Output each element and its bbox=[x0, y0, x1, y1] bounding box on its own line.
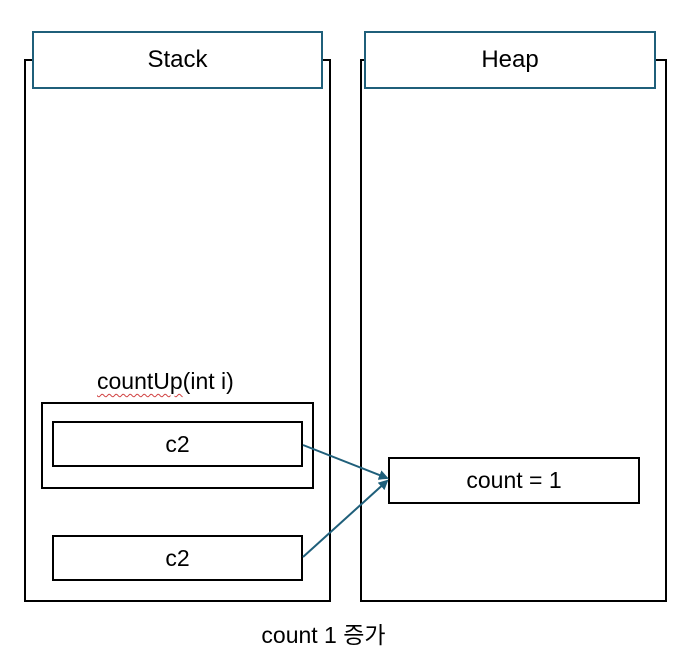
heap-header-label: Heap bbox=[481, 46, 539, 73]
method-name: countUp bbox=[97, 368, 183, 394]
heap-panel bbox=[360, 59, 667, 602]
method-frame-label: countUp(int i) bbox=[97, 368, 234, 395]
method-params: (int i) bbox=[182, 368, 234, 394]
stack-header: Stack bbox=[32, 31, 323, 89]
heap-object-box: count = 1 bbox=[388, 457, 640, 504]
frame-var-box: c2 bbox=[52, 421, 303, 467]
main-var-label: c2 bbox=[165, 544, 190, 571]
stack-panel bbox=[24, 59, 331, 602]
stack-header-label: Stack bbox=[147, 46, 208, 73]
main-var-box: c2 bbox=[52, 535, 303, 581]
heap-object-label: count = 1 bbox=[466, 467, 562, 493]
frame-var-label: c2 bbox=[165, 430, 190, 457]
caption: count 1 증가 bbox=[261, 622, 386, 648]
heap-header: Heap bbox=[364, 31, 656, 89]
